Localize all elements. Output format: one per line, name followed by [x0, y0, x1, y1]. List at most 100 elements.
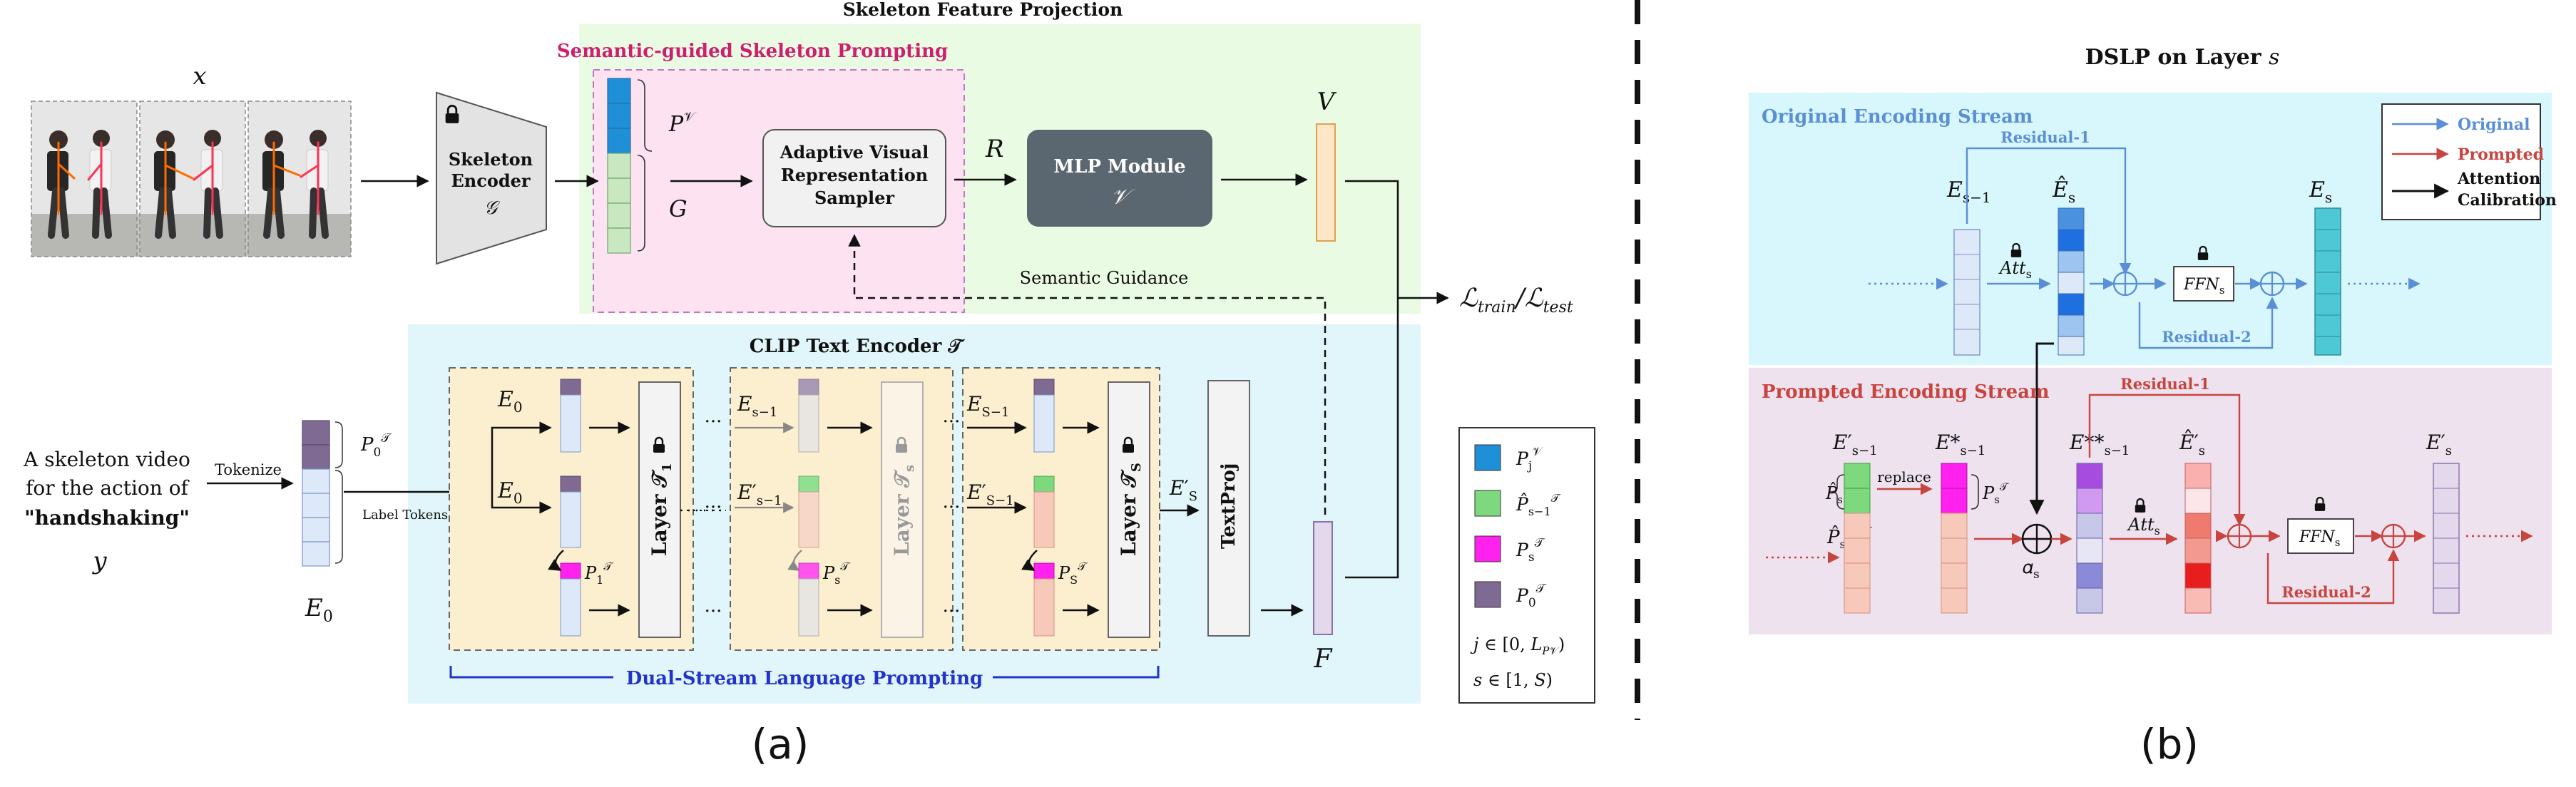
- layer-t1: Layer 𝒯1: [638, 381, 681, 638]
- e-hat-s-stack: [2058, 207, 2085, 356]
- e-s-stack: [2314, 207, 2341, 356]
- e-s-label: 𝐸s: [2309, 178, 2332, 206]
- v-label: 𝑉: [1317, 88, 1337, 116]
- e0-bottom-label: 𝐸0: [305, 594, 333, 626]
- layer-tS: Layer 𝒯S: [1108, 381, 1150, 638]
- layer-S-prompted-stack: [1033, 562, 1055, 637]
- layer-S-input-stack-b: [1033, 475, 1055, 548]
- svg-text:Adaptive Visual: Adaptive Visual: [780, 142, 929, 163]
- layer1-prompted-stack: [560, 562, 581, 637]
- legend-range-s: 𝑠 ∈ [1, 𝑆): [1473, 670, 1553, 690]
- svg-text:Representation: Representation: [781, 165, 928, 185]
- svg-text:for the action of: for the action of: [26, 476, 190, 500]
- svg-text:Attention: Attention: [2457, 170, 2540, 188]
- ellipsis: ···: [943, 411, 961, 433]
- person-figure: [47, 130, 112, 239]
- ellipsis: ···: [705, 497, 722, 518]
- mlp-module: MLP Module 𝒱: [1027, 130, 1212, 227]
- svg-text:Encoder: Encoder: [451, 170, 530, 191]
- svg-text:Calibration: Calibration: [2458, 191, 2557, 210]
- svg-text:Residual-2: Residual-2: [2162, 328, 2251, 346]
- e-s1-stack: [1953, 229, 1980, 356]
- replace-label: replace: [1877, 468, 1931, 485]
- panel-a: Skeleton Feature Projection Semantic-gui…: [23, 0, 1595, 768]
- add-node-bot-2: [2381, 523, 2406, 549]
- e0-token-stack: [302, 420, 343, 567]
- ffn-top: 𝐹𝐹𝑁s: [2173, 245, 2234, 302]
- panel-b-title: DSLP on Layer 𝑠: [2085, 45, 2280, 70]
- add-node-top-1: [2112, 271, 2138, 297]
- ellipsis: ···: [943, 497, 961, 518]
- svg-text:Layer 𝒯S: Layer 𝒯S: [1117, 463, 1144, 556]
- svg-text:A skeleton video: A skeleton video: [23, 448, 190, 471]
- ellipsis: ···: [943, 601, 961, 622]
- prompted-stream-title: Prompted Encoding Stream: [1762, 381, 2050, 403]
- svg-text:TextProj: TextProj: [1218, 463, 1240, 549]
- visual-prompt-tokens: [607, 78, 653, 254]
- caption-a: (a): [752, 720, 809, 768]
- svg-text:Residual-1: Residual-1: [2120, 375, 2209, 393]
- svg-text:Original: Original: [2458, 115, 2530, 134]
- layer1-input-stack-a: [560, 379, 581, 453]
- f-label: 𝐹: [1314, 644, 1334, 674]
- add-node-bot-1: [2227, 523, 2252, 549]
- g-label: 𝐺: [669, 195, 688, 222]
- svg-text:"handshaking": "handshaking": [24, 506, 190, 530]
- svg-text:𝐹𝐹𝑁s: 𝐹𝐹𝑁s: [2183, 276, 2224, 297]
- p0t-label: 𝑃0𝒯: [360, 431, 392, 460]
- eS1-label: 𝐸S−1: [966, 392, 1009, 420]
- tokenize-label: Tokenize: [215, 461, 282, 478]
- pv-label: 𝑃𝒱: [668, 109, 697, 137]
- legend-a: 𝑃j𝒱 𝑃̂s−1𝒯 𝑃s𝒯 𝑃0𝒯 𝑗 ∈ [0, 𝐿𝑃𝒱) 𝑠 ∈ [1, …: [1458, 427, 1595, 704]
- svg-text:MLP Module: MLP Module: [1053, 156, 1185, 178]
- adaptive-visual-sampler: Adaptive Visual Representation Sampler: [762, 129, 946, 227]
- caption-b: (b): [2140, 720, 2199, 768]
- svg-text:Skeleton: Skeleton: [449, 149, 533, 170]
- layer-ts: Layer 𝒯s: [881, 381, 924, 638]
- skeleton-feature-projection-title: Skeleton Feature Projection: [843, 0, 1123, 20]
- e-dstar-s1-stack: [2076, 463, 2103, 614]
- layer-s-input-stack-a: [798, 379, 819, 453]
- layer1-input-stack-b: [560, 475, 581, 548]
- v-token: [1316, 123, 1336, 242]
- svg-text:Layer 𝒯s: Layer 𝒯s: [890, 465, 917, 556]
- legend-b: Original Prompted Attention Calibration: [2381, 103, 2557, 220]
- combine-node: [2021, 523, 2053, 555]
- label-tokens-label: Label Tokens: [362, 508, 448, 523]
- ellipsis: ···: [705, 601, 722, 622]
- e-prime-s-stack: [2433, 463, 2460, 614]
- loss-label: ℒtrain/ℒtest: [1459, 284, 1573, 317]
- person-figure: [154, 130, 223, 239]
- layer-S-input-stack-a: [1033, 379, 1055, 453]
- dslp-label: Dual-Stream Language Prompting: [626, 668, 983, 689]
- semantic-guidance-label: Semantic Guidance: [1020, 268, 1189, 288]
- semantic-skeleton-prompting-title: Semantic-guided Skeleton Prompting: [557, 41, 948, 62]
- esp-label: 𝐸′S: [1169, 476, 1197, 504]
- ellipsis: ···: [705, 411, 722, 433]
- ffn-bot: 𝐹𝐹𝑁s: [2287, 496, 2354, 554]
- input-x-label: x: [193, 62, 206, 91]
- svg-text:𝐹𝐹𝑁s: 𝐹𝐹𝑁s: [2299, 528, 2340, 549]
- clip-text-encoder-title: CLIP Text Encoder 𝒯: [750, 336, 966, 357]
- textproj-block: TextProj: [1207, 380, 1250, 637]
- e-prime-s1-stack: [1844, 463, 1871, 614]
- svg-text:Sampler: Sampler: [814, 187, 894, 208]
- person-figure: [262, 130, 329, 239]
- skeleton-encoder: Skeleton Encoder 𝒢: [436, 91, 547, 265]
- layer-s-prompted-stack: [798, 562, 819, 637]
- add-node-top-2: [2259, 271, 2285, 297]
- layer-s-input-stack-b: [798, 475, 819, 548]
- svg-text:Residual-1: Residual-1: [2000, 128, 2090, 146]
- prompted-stream-region: [1749, 368, 2552, 634]
- e-star-s1-stack: [1941, 463, 1968, 614]
- svg-text:Prompted: Prompted: [2458, 145, 2544, 164]
- panel-b: DSLP on Layer 𝑠 Original Encoding Stream…: [1749, 45, 2557, 768]
- legend-range-j: 𝑗 ∈ [0, 𝐿𝑃𝒱): [1470, 634, 1565, 657]
- skeleton-video-frames: [31, 101, 352, 257]
- svg-text:𝒢: 𝒢: [484, 197, 501, 219]
- svg-text:Layer 𝒯1: Layer 𝒯1: [648, 463, 675, 556]
- svg-text:Residual-2: Residual-2: [2281, 583, 2371, 601]
- f-token: [1313, 521, 1333, 635]
- e-hat-prime-s-stack: [2184, 463, 2212, 614]
- original-stream-title: Original Encoding Stream: [1762, 106, 2033, 128]
